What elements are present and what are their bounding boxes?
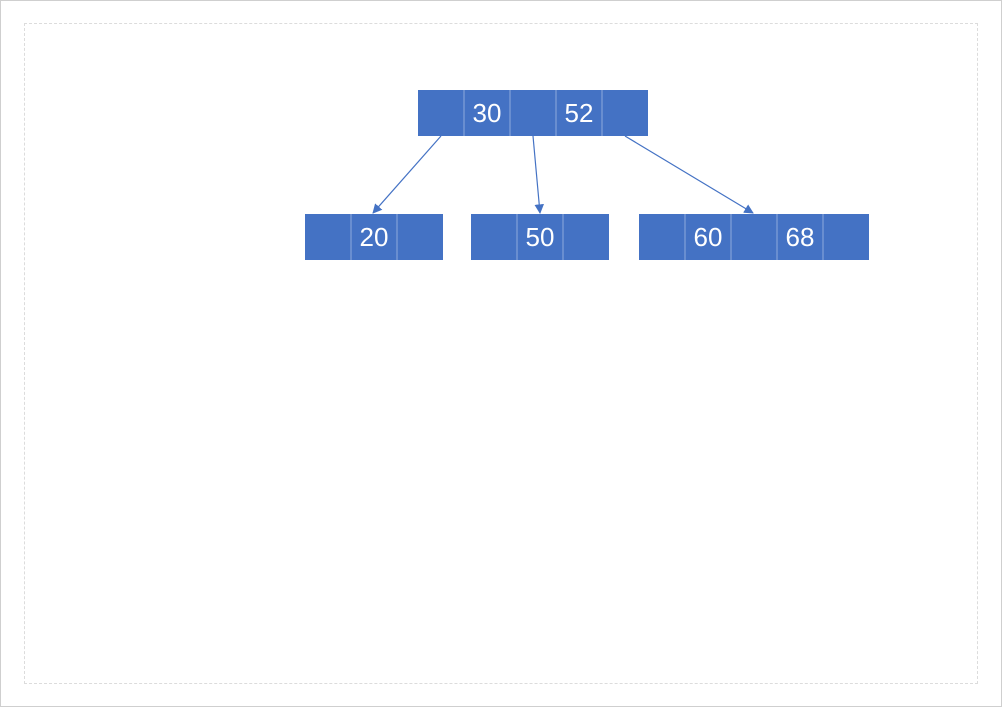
node-box [639,214,869,260]
root-node: 30 52 [418,90,648,136]
child-node-2: 50 [471,214,609,260]
tree-nodes: 30 52 20 50 60 68 [305,90,869,260]
node-key: 52 [565,98,594,128]
node-box [418,90,648,136]
child-node-1: 20 [305,214,443,260]
edge-to-child-2 [532,135,544,214]
child-node-3: 60 68 [639,214,869,260]
node-key: 50 [526,222,555,252]
node-key: 60 [694,222,723,252]
edge-to-child-1 [372,135,442,214]
node-box [471,214,609,260]
node-key: 68 [786,222,815,252]
node-key: 30 [473,98,502,128]
node-box [305,214,443,260]
edge-to-child-3 [624,135,754,214]
node-key: 20 [360,222,389,252]
tree-edges [372,135,754,214]
slide-area [24,23,978,684]
